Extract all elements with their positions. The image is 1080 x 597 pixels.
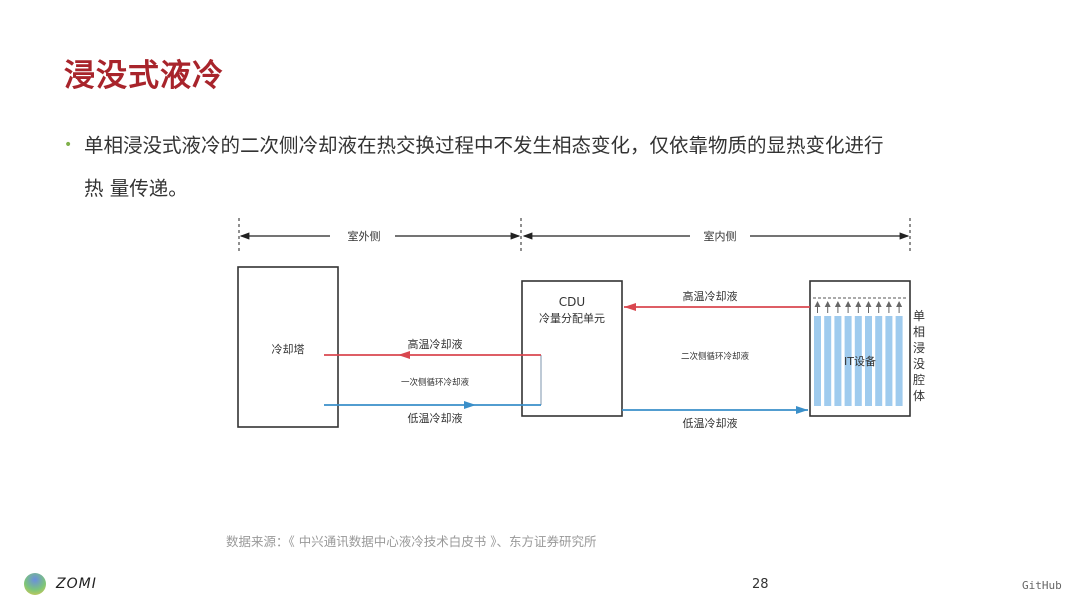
cdu-subtitle: 冷量分配单元 [539, 312, 605, 325]
server-blade [834, 316, 842, 406]
immersion-tank-box [809, 280, 911, 417]
server-blade [854, 316, 862, 406]
secondary-cold-label: 低温冷却液 [683, 416, 738, 430]
arrow-left-icon [398, 351, 410, 359]
zomi-logo-icon [24, 573, 46, 595]
it-equipment-label: IT设备 [844, 354, 876, 368]
server-blade [895, 316, 903, 406]
primary-cold-label: 低温冷却液 [408, 411, 463, 425]
primary-hot-label: 高温冷却液 [408, 337, 463, 351]
server-blade [844, 316, 852, 406]
server-blade [865, 316, 872, 406]
cdu-title: CDU [559, 295, 585, 309]
cooling-tower-box [237, 266, 339, 428]
bullet-dot-icon: • [64, 137, 73, 153]
indoor-label: 室内侧 [704, 229, 737, 243]
tank-label: 单相浸没腔体 [913, 309, 925, 403]
secondary-loop-label: 二次侧循环冷却液 [681, 351, 750, 362]
bullet-line-1: 单相浸没式液冷的二次侧冷却液在热交换过程中不发生相态变化，仅依靠物质的显热变化进… [84, 134, 884, 157]
arrow-right-icon [796, 406, 808, 414]
server-blade [875, 316, 883, 406]
page-title: 浸没式液冷 [64, 58, 224, 94]
server-blade [824, 316, 832, 406]
bullet-point: • 单相浸没式液冷的二次侧冷却液在热交换过程中不发生相态变化，仅依靠物质的显热变… [64, 124, 1024, 210]
page-number: 28 [752, 577, 769, 592]
server-blade [814, 316, 821, 406]
secondary-hot-label: 高温冷却液 [683, 289, 738, 303]
logo-text: ZOMI [56, 576, 97, 592]
data-source: 数据来源：《 中兴通讯数据中心液冷技术白皮书 》、东方证券研究所 [226, 534, 597, 549]
cdu-box [521, 280, 623, 417]
arrow-left-icon [624, 303, 636, 311]
bullet-line-2: 热 量传递。 [84, 177, 188, 200]
github-link[interactable]: GitHub [1022, 579, 1062, 592]
arrow-right-icon [464, 401, 476, 409]
server-blade [885, 316, 893, 406]
cooling-tower-label: 冷却塔 [272, 343, 305, 356]
outdoor-label: 室外侧 [348, 229, 381, 243]
primary-loop-label: 一次侧循环冷却液 [401, 377, 470, 388]
